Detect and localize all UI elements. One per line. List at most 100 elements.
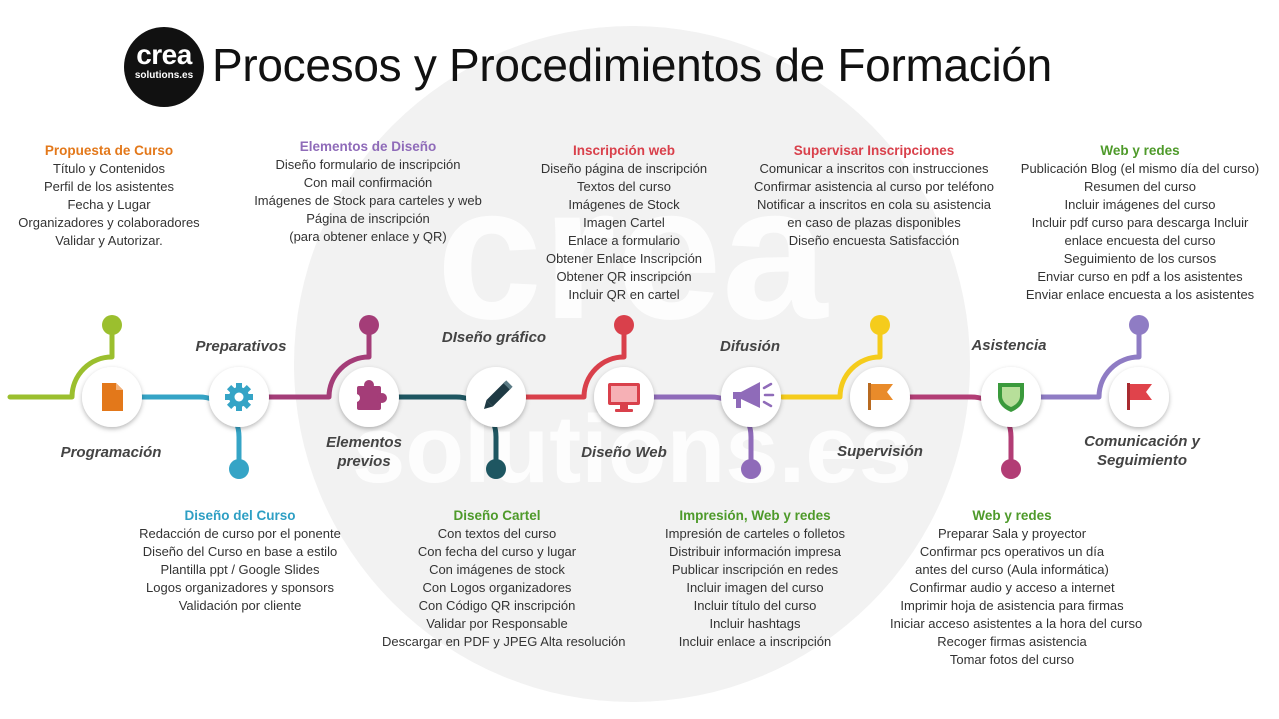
block-line: Con fecha del curso y lugar [417, 544, 577, 559]
block-heading: Web y redes [972, 508, 1052, 523]
block-line: Recoger firmas asistencia [937, 634, 1087, 649]
block-heading: Supervisar Inscripciones [793, 143, 955, 158]
block-line: Distribuir información impresa [669, 544, 841, 559]
block-line: Preparar Sala y proyector [937, 526, 1087, 541]
node-dot-programacion [102, 315, 122, 335]
block-heading: Diseño del Curso [184, 508, 296, 523]
block-line: Incluir imágenes del curso [1064, 197, 1216, 212]
block-line: Confirmar asistencia al curso por teléfo… [754, 179, 994, 194]
block-line: Diseño página de inscripción [540, 161, 708, 176]
block-impresion: Impresión, Web y redes Impresión de cart… [650, 507, 860, 651]
logo: crea solutions.es [124, 27, 204, 107]
block-web-redes-bottom: Web y redes Preparar Sala y proyector Co… [890, 507, 1143, 669]
block-line: Enviar curso en pdf a los asistentes [1037, 269, 1243, 284]
stage-label-programacion: Programación [60, 444, 162, 461]
block-line: Página de inscripción [306, 211, 430, 226]
block-line: Con Logos organizadores [422, 580, 572, 595]
block-line: Notificar a inscritos en cola su asisten… [756, 197, 992, 212]
node-dot-preparativos [229, 459, 249, 479]
block-line: Incluir enlace a inscripción [678, 634, 832, 649]
stage-node-elementos-previos [339, 367, 399, 427]
block-line: Imagen Cartel [583, 215, 665, 230]
block-line: Con Código QR inscripción [418, 598, 576, 613]
block-line: Validar y Autorizar. [55, 233, 163, 248]
block-line: Redacción de curso por el ponente [139, 526, 341, 541]
block-heading: Propuesta de Curso [44, 143, 174, 158]
stage-label-preparativos: Preparativos [195, 338, 287, 355]
stage-label-comunicacion-line2: Seguimiento [1096, 452, 1187, 469]
block-line: Con imágenes de stock [429, 562, 565, 577]
stage-label-diseno-web: Diseño Web [581, 444, 667, 461]
block-heading: Impresión, Web y redes [679, 508, 831, 523]
block-line: Incluir hashtags [709, 616, 801, 631]
block-line: Diseño formulario de inscripción [275, 157, 461, 172]
block-line: Título y Contenidos [52, 161, 165, 176]
block-line: Obtener Enlace Inscripción [545, 251, 703, 266]
stage-label-diseno-grafico: DIseño gráfico [441, 329, 547, 346]
connector-diseno-web [523, 324, 627, 400]
block-line: Confirmar pcs operativos un día [919, 544, 1105, 559]
block-line: antes del curso (Aula informática) [915, 562, 1109, 577]
stage-node-diseno-grafico [466, 367, 526, 427]
block-line: Plantilla ppt / Google Slides [160, 562, 320, 577]
block-line: en caso de plazas disponibles [787, 215, 961, 230]
block-line: Diseño del Curso en base a estilo [142, 544, 338, 559]
stage-label-comunicacion-line1: Comunicación y [1084, 433, 1200, 450]
block-line: Enlace a formulario [568, 233, 680, 248]
flag-icon [1127, 383, 1152, 410]
shield-icon [998, 383, 1024, 412]
block-inscripcion-web: Inscripción web Diseño página de inscrip… [534, 142, 714, 304]
logo-word: crea [136, 39, 192, 70]
flag-icon [868, 383, 893, 410]
monitor-icon [608, 383, 640, 412]
block-line: Perfil de los asistentes [43, 179, 175, 194]
block-line: Iniciar acceso asistentes a la hora del … [890, 616, 1143, 631]
stage-label-comunicacion: Comunicación y Seguimiento [1068, 432, 1216, 470]
block-heading: Inscripción web [572, 143, 676, 158]
block-line: Imágenes de Stock [568, 197, 680, 212]
block-line: Tomar fotos del curso [949, 652, 1075, 667]
page-title: Procesos y Procedimientos de Formación [212, 39, 1052, 91]
stage-label-elementos-previos: Elementos previos [304, 433, 424, 471]
node-dot-diseno-web [614, 315, 634, 335]
block-elementos-diseno: Elementos de Diseño Diseño formulario de… [253, 138, 483, 246]
pencil-icon [483, 380, 513, 410]
block-line: Organizadores y colaboradores [18, 215, 200, 230]
node-dot-elementos [359, 315, 379, 335]
block-line: Incluir pdf curso para descarga Incluir [1031, 215, 1249, 230]
stage-node-supervision [850, 367, 910, 427]
node-dot-asistencia [1001, 459, 1021, 479]
stage-node-comunicacion [1109, 367, 1169, 427]
block-line: Imágenes de Stock para carteles y web [254, 193, 482, 208]
block-line: Comunicar a inscritos con instrucciones [759, 161, 989, 176]
node-dot-comunicacion [1129, 315, 1149, 335]
document-icon [102, 383, 123, 411]
stage-node-programacion [82, 367, 142, 427]
block-line: Incluir título del curso [693, 598, 817, 613]
stage-label-asistencia: Asistencia [971, 337, 1047, 354]
block-line: Diseño encuesta Satisfacción [788, 233, 960, 248]
puzzle-icon [352, 380, 387, 410]
node-dot-supervision [870, 315, 890, 335]
block-line: Impresión de carteles o folletos [665, 526, 845, 541]
stage-node-preparativos [209, 367, 269, 427]
block-line: Incluir imagen del curso [686, 580, 824, 595]
logo-subword: solutions.es [134, 70, 194, 81]
stage-node-asistencia [981, 367, 1041, 427]
block-line: Con mail confirmación [303, 175, 433, 190]
block-line: Textos del curso [577, 179, 671, 194]
connector-elementos-previos [265, 324, 372, 400]
block-line: Obtener QR inscripción [556, 269, 692, 284]
block-web-redes-top: Web y redes Publicación Blog (el mismo d… [1020, 142, 1260, 304]
connector-programacion [7, 324, 115, 400]
node-dot-diseno-grafico [486, 459, 506, 479]
gear-icon [225, 383, 253, 411]
block-heading: Elementos de Diseño [299, 139, 437, 154]
megaphone-icon [733, 382, 775, 408]
stage-node-difusion [721, 367, 781, 427]
block-line: Descargar en PDF y JPEG Alta resolución [382, 634, 626, 649]
block-supervisar: Supervisar Inscripciones Comunicar a ins… [752, 142, 996, 250]
block-line: (para obtener enlace y QR) [289, 229, 447, 244]
